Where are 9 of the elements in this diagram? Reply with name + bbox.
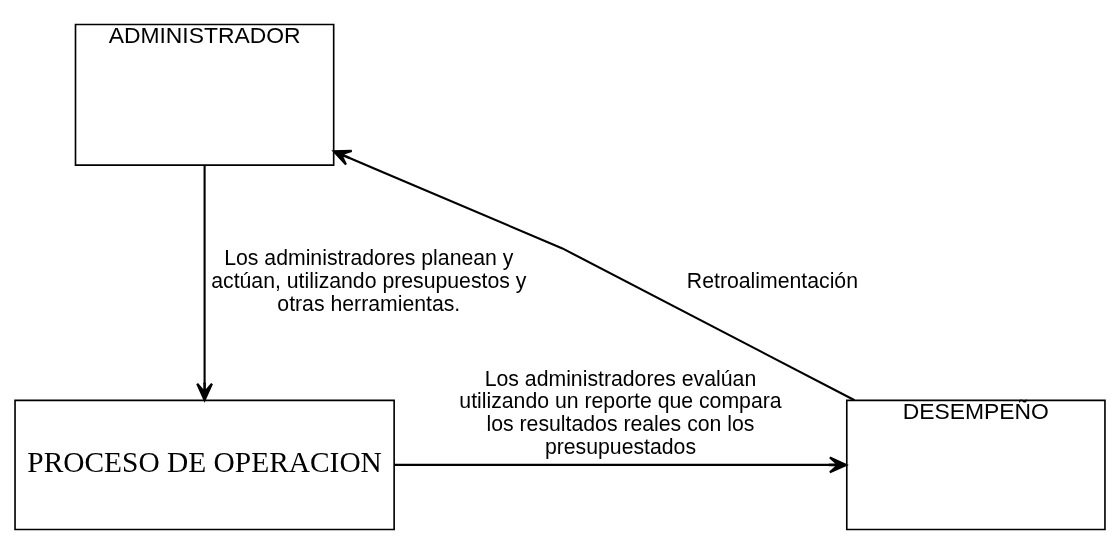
arrow <box>394 456 848 474</box>
edge-label: Los administradores planean y actúan, utilizando presupuestos y otras herramientas. <box>211 246 527 317</box>
node-box: PROCESO DE OPERACION <box>14 399 395 531</box>
edge-label: Retroalimentación <box>686 269 858 294</box>
arrow <box>196 165 213 402</box>
edge-label: Los administradores evalúan utilizando un reporte que compara los resultados reales con los presupuestados <box>459 366 782 460</box>
node-box: ADMINISTRADOR <box>74 23 335 166</box>
arrow <box>332 149 856 402</box>
node-box: DESEMPEÑO <box>845 399 1106 531</box>
